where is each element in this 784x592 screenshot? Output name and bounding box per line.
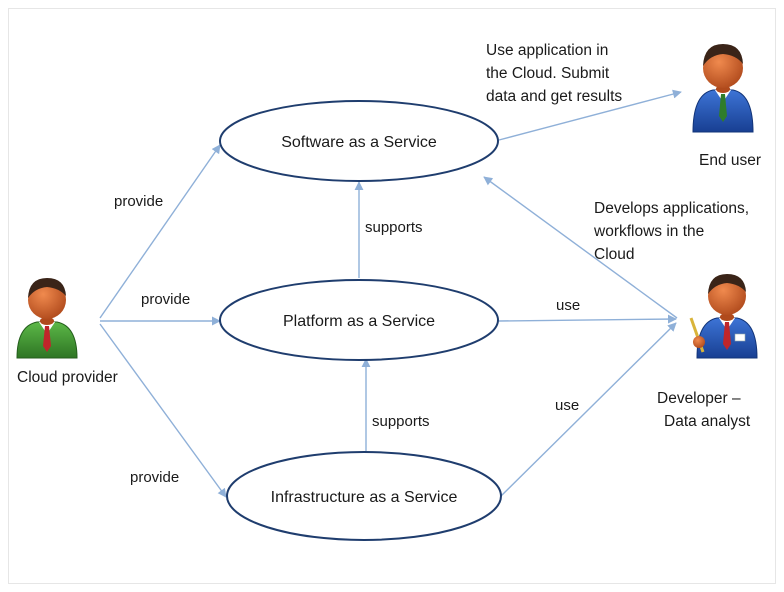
arrow-saas-end-user xyxy=(498,89,682,141)
iaas-ellipse xyxy=(226,451,502,541)
developer-label-line1: Developer – xyxy=(657,390,741,407)
end-user-note: Use application in the Cloud. Submit dat… xyxy=(486,42,622,105)
use-iaas-label: use xyxy=(555,397,579,414)
end-user-hair xyxy=(703,44,743,66)
provider-neck xyxy=(40,317,54,325)
developer-note-line3: Cloud xyxy=(594,246,635,263)
iaas-label: Infrastructure as a Service xyxy=(271,489,458,506)
arrow-provide-iaas xyxy=(99,323,227,498)
paas-label: Platform as a Service xyxy=(283,313,435,330)
supports-iaas-paas-label: supports xyxy=(372,413,430,430)
developer-note-line1: Develops applications, xyxy=(594,200,749,217)
supports-paas-saas-label: supports xyxy=(365,219,423,236)
developer-note-line2: workflows in the xyxy=(593,223,704,240)
developer-hand xyxy=(693,336,705,348)
paas-ellipse xyxy=(219,279,499,361)
edge-labels: provide provide provide supports support… xyxy=(114,193,580,486)
person-green-suit-icon xyxy=(16,278,78,359)
developer-badge xyxy=(734,333,746,342)
end-user-label: End user xyxy=(699,152,761,169)
provide-iaas-label: provide xyxy=(130,469,179,486)
saas-label: Software as a Service xyxy=(281,134,437,151)
service-nodes: Software as a Service Platform as a Serv… xyxy=(219,100,502,541)
developer-neck xyxy=(720,313,734,321)
end-user-tie xyxy=(719,94,727,122)
developer-note: Develops applications, workflows in the … xyxy=(593,200,749,263)
arrow-developer-saas xyxy=(483,176,678,319)
provide-saas-label: provide xyxy=(114,193,163,210)
developer-head xyxy=(708,277,746,315)
developer-tie xyxy=(723,322,731,350)
provider-head xyxy=(28,281,66,319)
end-user-note-line2: the Cloud. Submit xyxy=(486,65,610,82)
edges xyxy=(99,89,682,498)
provide-paas-label: provide xyxy=(141,291,190,308)
end-user-note-line3: data and get results xyxy=(486,88,622,105)
person-blue-suit-pen-icon xyxy=(689,274,758,359)
use-paas-label: use xyxy=(556,297,580,314)
provider-tie xyxy=(43,326,51,352)
arrow-use-iaas xyxy=(499,322,677,498)
person-blue-suit-icon xyxy=(692,44,754,133)
cloud-provider-label: Cloud provider xyxy=(17,369,118,386)
saas-ellipse xyxy=(219,100,499,182)
developer-label-line2: Data analyst xyxy=(664,413,751,430)
developer-hair xyxy=(708,274,746,294)
arrow-use-paas xyxy=(498,314,677,324)
end-user-head xyxy=(703,48,743,88)
end-user-note-line1: Use application in xyxy=(486,42,608,59)
arrow-provide-saas xyxy=(99,144,221,319)
provider-hair xyxy=(28,278,66,298)
